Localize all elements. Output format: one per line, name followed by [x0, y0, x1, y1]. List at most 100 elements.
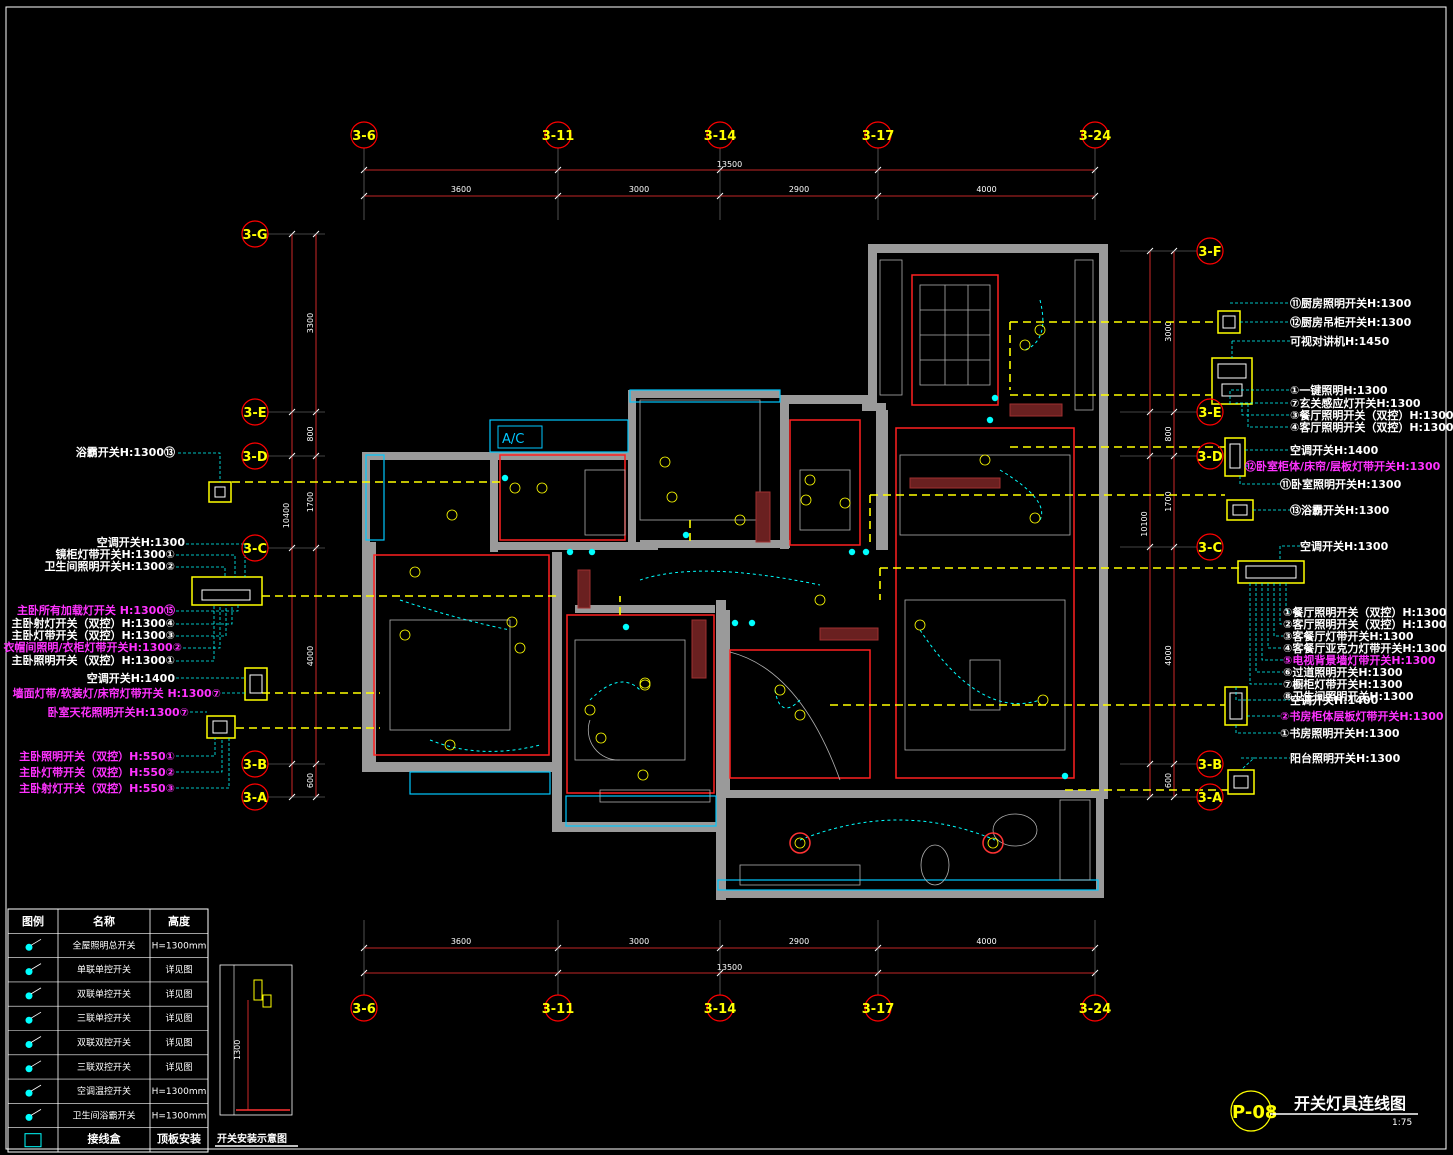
legend-height: H=1300mm	[152, 1111, 207, 1121]
grid-bubble	[544, 121, 572, 149]
right-label: ⑪卧室照明开关H:1300	[1280, 477, 1402, 491]
lamp-symbol	[595, 732, 607, 744]
grid-bubble	[241, 783, 269, 811]
lamp-symbol	[914, 619, 926, 631]
lamp-symbol	[639, 679, 651, 691]
legend-header: 高度	[168, 914, 191, 928]
right-label: ⑫卧室柜体/床帘/层板灯带开关H:1300	[1245, 459, 1441, 473]
legend-switch-symbol	[25, 992, 33, 1000]
lamp-symbol	[659, 456, 671, 468]
grid-bubble	[544, 994, 572, 1022]
left-label: 主卧灯带开关（双控）H:550②	[19, 765, 175, 779]
label-leaders	[176, 302, 1300, 789]
right-label: 可视对讲机H:1450	[1290, 334, 1390, 348]
left-label: 主卧所有加载灯开关 H:1300⑮	[17, 603, 175, 617]
legend-height: 详见图	[165, 1061, 192, 1073]
lamp-symbol	[446, 509, 458, 521]
lamp-symbols	[399, 324, 1069, 854]
cyan-outlines	[365, 389, 1099, 891]
legend-height: H=1300mm	[152, 1087, 207, 1097]
right-label: ②客厅照明开关（双控）H:1300	[1283, 617, 1447, 631]
lamp-symbol	[444, 739, 456, 751]
grid-bubble-label: 3-C	[243, 542, 267, 557]
legend-switch-symbol	[25, 1065, 33, 1073]
legend-name: 双联双控开关	[77, 1037, 131, 1049]
legend-switch-stroke	[30, 1036, 42, 1043]
switch-point	[566, 548, 574, 556]
right-label: ①一键照明H:1300	[1290, 383, 1388, 397]
install-height: 1300	[233, 1040, 242, 1060]
grid-bubble-label: 3-E	[243, 406, 266, 421]
dim-segment: 4000	[976, 937, 996, 946]
grid-bubble-label: 3-14	[704, 1002, 737, 1017]
grid-bubble-label: 3-6	[352, 129, 376, 144]
legend-height: 详见图	[165, 964, 192, 976]
pendant-lamp	[982, 832, 1004, 854]
grid-bubble	[706, 994, 734, 1022]
right-label: ⑦玄关感应灯开关H:1300	[1290, 396, 1421, 410]
dim-segment: 2900	[789, 937, 809, 946]
drawing-frame	[5, 6, 1447, 1150]
legend-switch-symbol	[25, 943, 33, 951]
switch-point	[731, 619, 739, 627]
install-detail: 1300 开关安装示意图	[215, 964, 298, 1147]
grid-bubble	[350, 994, 378, 1022]
grid-bubble	[241, 398, 269, 426]
grid-bubble	[1196, 750, 1224, 778]
grid-bubble-label: 3-B	[243, 758, 267, 773]
grid-bubble-label: 3-6	[352, 1002, 376, 1017]
grid-bubble-label: 3-17	[862, 129, 895, 144]
left-label: 墙面灯带/软装灯/床帘灯带开关 H:1300⑦	[13, 686, 221, 700]
legend-switch-stroke	[30, 963, 42, 970]
legend-name: 三联单控开关	[77, 1012, 131, 1024]
left-label: 空调开关H:1400	[87, 671, 176, 685]
legend-name: 全屋照明总开关	[72, 939, 135, 951]
ac-label: A/C	[502, 432, 524, 447]
lamp-symbol	[794, 709, 806, 721]
switch-point	[1061, 772, 1069, 780]
grid-bubble	[706, 121, 734, 149]
lamp-symbol	[409, 566, 421, 578]
switch-point	[748, 619, 756, 627]
switch-point	[682, 531, 690, 539]
drawing-title: 开关灯具连线图	[1294, 1094, 1406, 1113]
grid-bubble	[1196, 237, 1224, 265]
left-label: 主卧照明开关（双控）H:550①	[19, 749, 175, 763]
grid-bubble	[864, 994, 892, 1022]
left-label: 卧室天花照明开关H:1300⑦	[47, 705, 189, 719]
dim-segment: 1700	[1164, 491, 1173, 511]
right-label: ⑪厨房照明开关H:1300	[1290, 296, 1412, 310]
dim-segment: 800	[306, 426, 315, 441]
install-detail-title: 开关安装示意图	[217, 1132, 287, 1145]
grid-bubble-label: 3-14	[704, 129, 737, 144]
lamp-symbol	[509, 482, 521, 494]
lamp-symbol	[794, 837, 806, 849]
legend-header: 图例	[22, 914, 44, 928]
lamp-symbol	[506, 616, 518, 628]
grid-bubble	[241, 750, 269, 778]
legend-junction-symbol	[24, 1133, 42, 1148]
grid-bubble-label: 3-11	[542, 129, 575, 144]
left-label: 主卧照明开关（双控）H:1300①	[11, 653, 175, 667]
legend-name: 卫生间浴霸开关	[72, 1109, 135, 1121]
dim-segment: 4000	[976, 185, 996, 194]
left-label: 卫生间照明开关H:1300②	[44, 559, 175, 573]
lamp-symbol	[814, 594, 826, 606]
switch-point	[991, 394, 999, 402]
dim-segment: 3600	[451, 937, 471, 946]
lamp-symbol	[666, 491, 678, 503]
lamp-symbol	[800, 494, 812, 506]
right-label: 空调开关H:1400	[1290, 443, 1379, 457]
grid-bubble-label: 3-24	[1079, 1002, 1112, 1017]
grid-bubble-label: 3-D	[1197, 450, 1222, 465]
dim-segment: 4000	[1164, 645, 1173, 665]
lamp-symbol	[584, 704, 596, 716]
legend-switch-symbol	[25, 1113, 33, 1121]
right-label: ③餐厅照明开关（双控）H:1300	[1290, 408, 1453, 422]
furniture	[389, 259, 1094, 886]
grid-bubble	[864, 121, 892, 149]
sheet-bubble	[1230, 1090, 1272, 1132]
grid-bubble-label: 3-24	[1079, 129, 1112, 144]
